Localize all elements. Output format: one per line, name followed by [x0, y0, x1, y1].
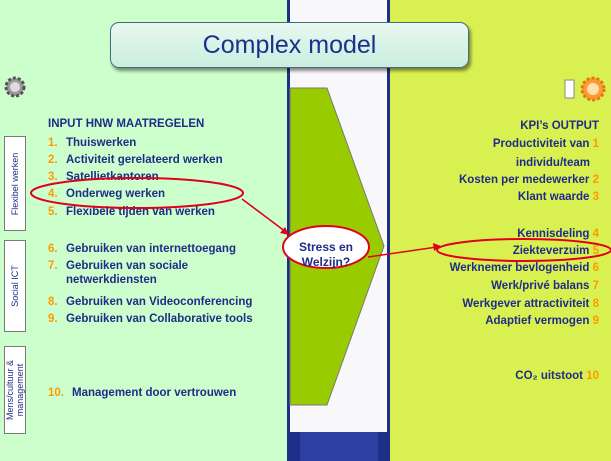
- output-item: Kennisdeling 4: [517, 228, 599, 240]
- output-item: Klant waarde 3: [517, 191, 599, 203]
- highlight-onderweg-ellipse: [30, 177, 244, 209]
- connector-to-stress: [241, 198, 287, 233]
- input-panel: [0, 0, 289, 461]
- output-item: individu/team: [515, 157, 590, 169]
- connector-to-ziekteverzuim: [367, 246, 438, 258]
- output-item: CO₂ uitstoot 10: [515, 370, 599, 382]
- side-tab-flexibel-werken: Flexibel werken: [4, 136, 26, 231]
- output-item: Adaptief vermogen 9: [485, 315, 599, 327]
- center-label-line: Stress en: [298, 240, 354, 254]
- input-item: 2.Activiteit gerelateerd werken: [48, 154, 223, 166]
- page-title: Complex model: [202, 30, 377, 59]
- input-item: 5.Flexibele tijden van werken: [48, 206, 215, 218]
- output-item: Productiviteit van 1: [492, 138, 599, 150]
- input-item: 8.Gebruiken van Videoconferencing: [48, 296, 253, 308]
- connector-arrowhead-2: [433, 243, 441, 251]
- output-item: Werknemer bevlogenheid 6: [449, 262, 599, 274]
- side-tab-social-ict: Social ICT: [4, 240, 26, 332]
- input-item: 6.Gebruiken van internettoegang: [48, 243, 236, 255]
- side-tab-mens-cultuur: Mens/cultuur & management: [4, 346, 26, 434]
- title-box: Complex model: [110, 22, 469, 68]
- bottom-tab-inner: [300, 432, 378, 461]
- output-item: Kosten per medewerker 2: [459, 174, 599, 186]
- highlight-ziekteverzuim-ellipse: [436, 238, 611, 262]
- divider-left: [287, 0, 290, 461]
- input-heading: INPUT HNW MAATREGELEN: [48, 118, 205, 130]
- gear-right-icon: [564, 76, 606, 102]
- input-item: 9.Gebruiken van Collaborative tools: [48, 313, 253, 325]
- input-item: 4.Onderweg werken: [48, 188, 166, 200]
- output-item: Ziekteverzuim 5: [512, 245, 599, 257]
- output-item: Werk/privé balans 7: [491, 280, 599, 292]
- input-item: 10.Management door vertrouwen: [48, 387, 237, 399]
- gear-left-icon: [4, 76, 26, 98]
- connector-arrowhead-1: [280, 227, 289, 235]
- divider-right: [387, 0, 390, 461]
- output-panel: [390, 0, 611, 461]
- center-label: Stress en Welzijn?: [283, 240, 369, 270]
- output-heading: KPI’s OUTPUT: [520, 120, 599, 132]
- center-label-line: Welzijn?: [301, 255, 351, 269]
- input-item: 1.Thuiswerken: [48, 137, 137, 149]
- highlight-stress-ellipse: [282, 225, 370, 269]
- output-item: Werkgever attractiviteit 8: [462, 298, 599, 310]
